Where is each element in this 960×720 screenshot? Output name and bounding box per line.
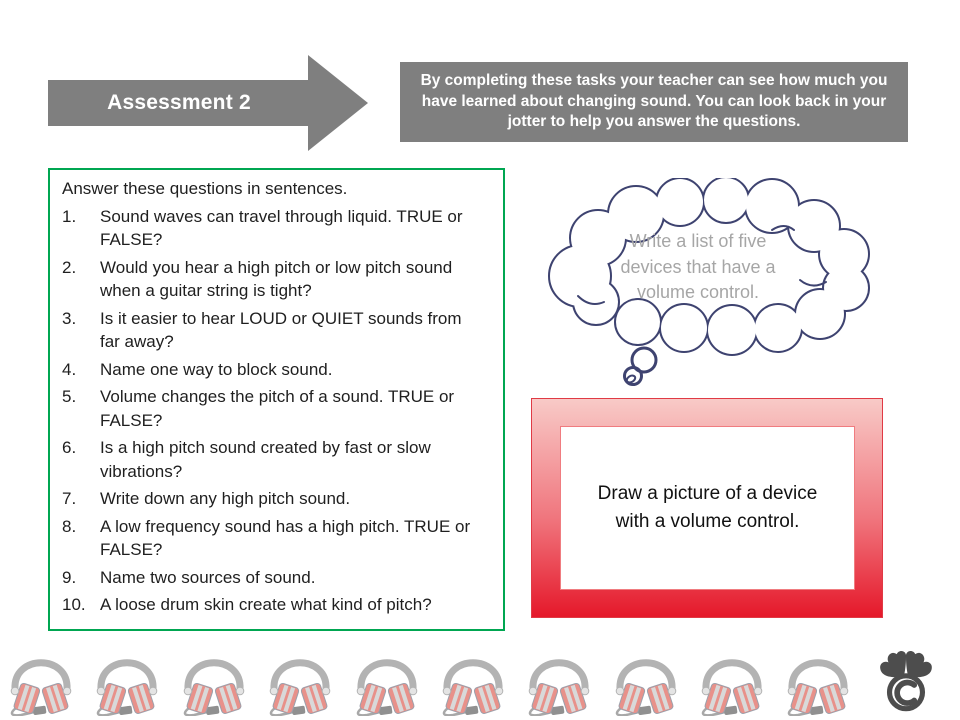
question-item: 7. Write down any high pitch sound. — [62, 487, 479, 511]
question-item: 9. Name two sources of sound. — [62, 566, 479, 590]
question-text: A low frequency sound has a high pitch. … — [100, 516, 471, 560]
thought-bubble-text: Write a list of five devices that have a… — [620, 231, 776, 302]
question-number: 2. — [62, 257, 77, 277]
question-number: 3. — [62, 308, 77, 328]
question-text: Volume changes the pitch of a sound. TRU… — [100, 387, 455, 430]
question-item: 10. A loose drum skin create what kind o… — [62, 593, 479, 617]
question-text: Would you hear a high pitch or low pitch… — [100, 257, 453, 301]
info-box: By completing these tasks your teacher c… — [400, 62, 908, 142]
thought-bubble — [540, 176, 880, 390]
moose-copyright-icon — [868, 648, 944, 718]
draw-task-canvas: Draw a picture of a device with a volume… — [560, 426, 855, 590]
question-text: A loose drum skin create what kind of pi… — [100, 595, 432, 614]
arrow-shape-icon — [48, 55, 368, 151]
question-number: 5. — [62, 387, 77, 406]
headphones-row — [4, 642, 856, 716]
question-item: 5. Volume changes the pitch of a sound. … — [62, 385, 479, 432]
headphones-icon — [4, 642, 856, 716]
question-item: 1. Sound waves can travel through liquid… — [62, 205, 479, 252]
question-number: 10. — [62, 595, 86, 614]
question-text: Is a high pitch sound created by fast or… — [100, 438, 431, 481]
question-text: Sound waves can travel through liquid. T… — [100, 206, 463, 250]
page-title: Assessment 2 — [107, 91, 251, 114]
info-text: By completing these tasks your teacher c… — [420, 72, 888, 131]
question-number: 9. — [62, 567, 77, 587]
title-arrow: Assessment 2 — [48, 55, 368, 151]
cloud-icon — [548, 176, 870, 386]
question-item: 2. Would you hear a high pitch or low pi… — [62, 256, 479, 303]
draw-task-text: Draw a picture of a device with a volume… — [597, 483, 818, 532]
question-text: Name one way to block sound. — [100, 359, 333, 379]
question-number: 1. — [62, 206, 77, 226]
question-number: 7. — [62, 489, 77, 508]
question-text: Write down any high pitch sound. — [100, 489, 351, 508]
question-number: 4. — [62, 359, 77, 379]
question-number: 6. — [62, 438, 77, 457]
question-item: 6. Is a high pitch sound created by fast… — [62, 436, 479, 483]
question-item: 4. Name one way to block sound. — [62, 358, 479, 382]
question-text: Name two sources of sound. — [100, 567, 316, 587]
questions-intro: Answer these questions in sentences. — [62, 179, 348, 198]
questions-panel: Answer these questions in sentences. 1. … — [48, 168, 505, 631]
question-item: 8. A low frequency sound has a high pitc… — [62, 515, 479, 562]
question-text: Is it easier to hear LOUD or QUIET sound… — [100, 308, 462, 352]
question-number: 8. — [62, 516, 77, 536]
draw-task-frame: Draw a picture of a device with a volume… — [531, 398, 883, 618]
question-item: 3. Is it easier to hear LOUD or QUIET so… — [62, 307, 479, 354]
